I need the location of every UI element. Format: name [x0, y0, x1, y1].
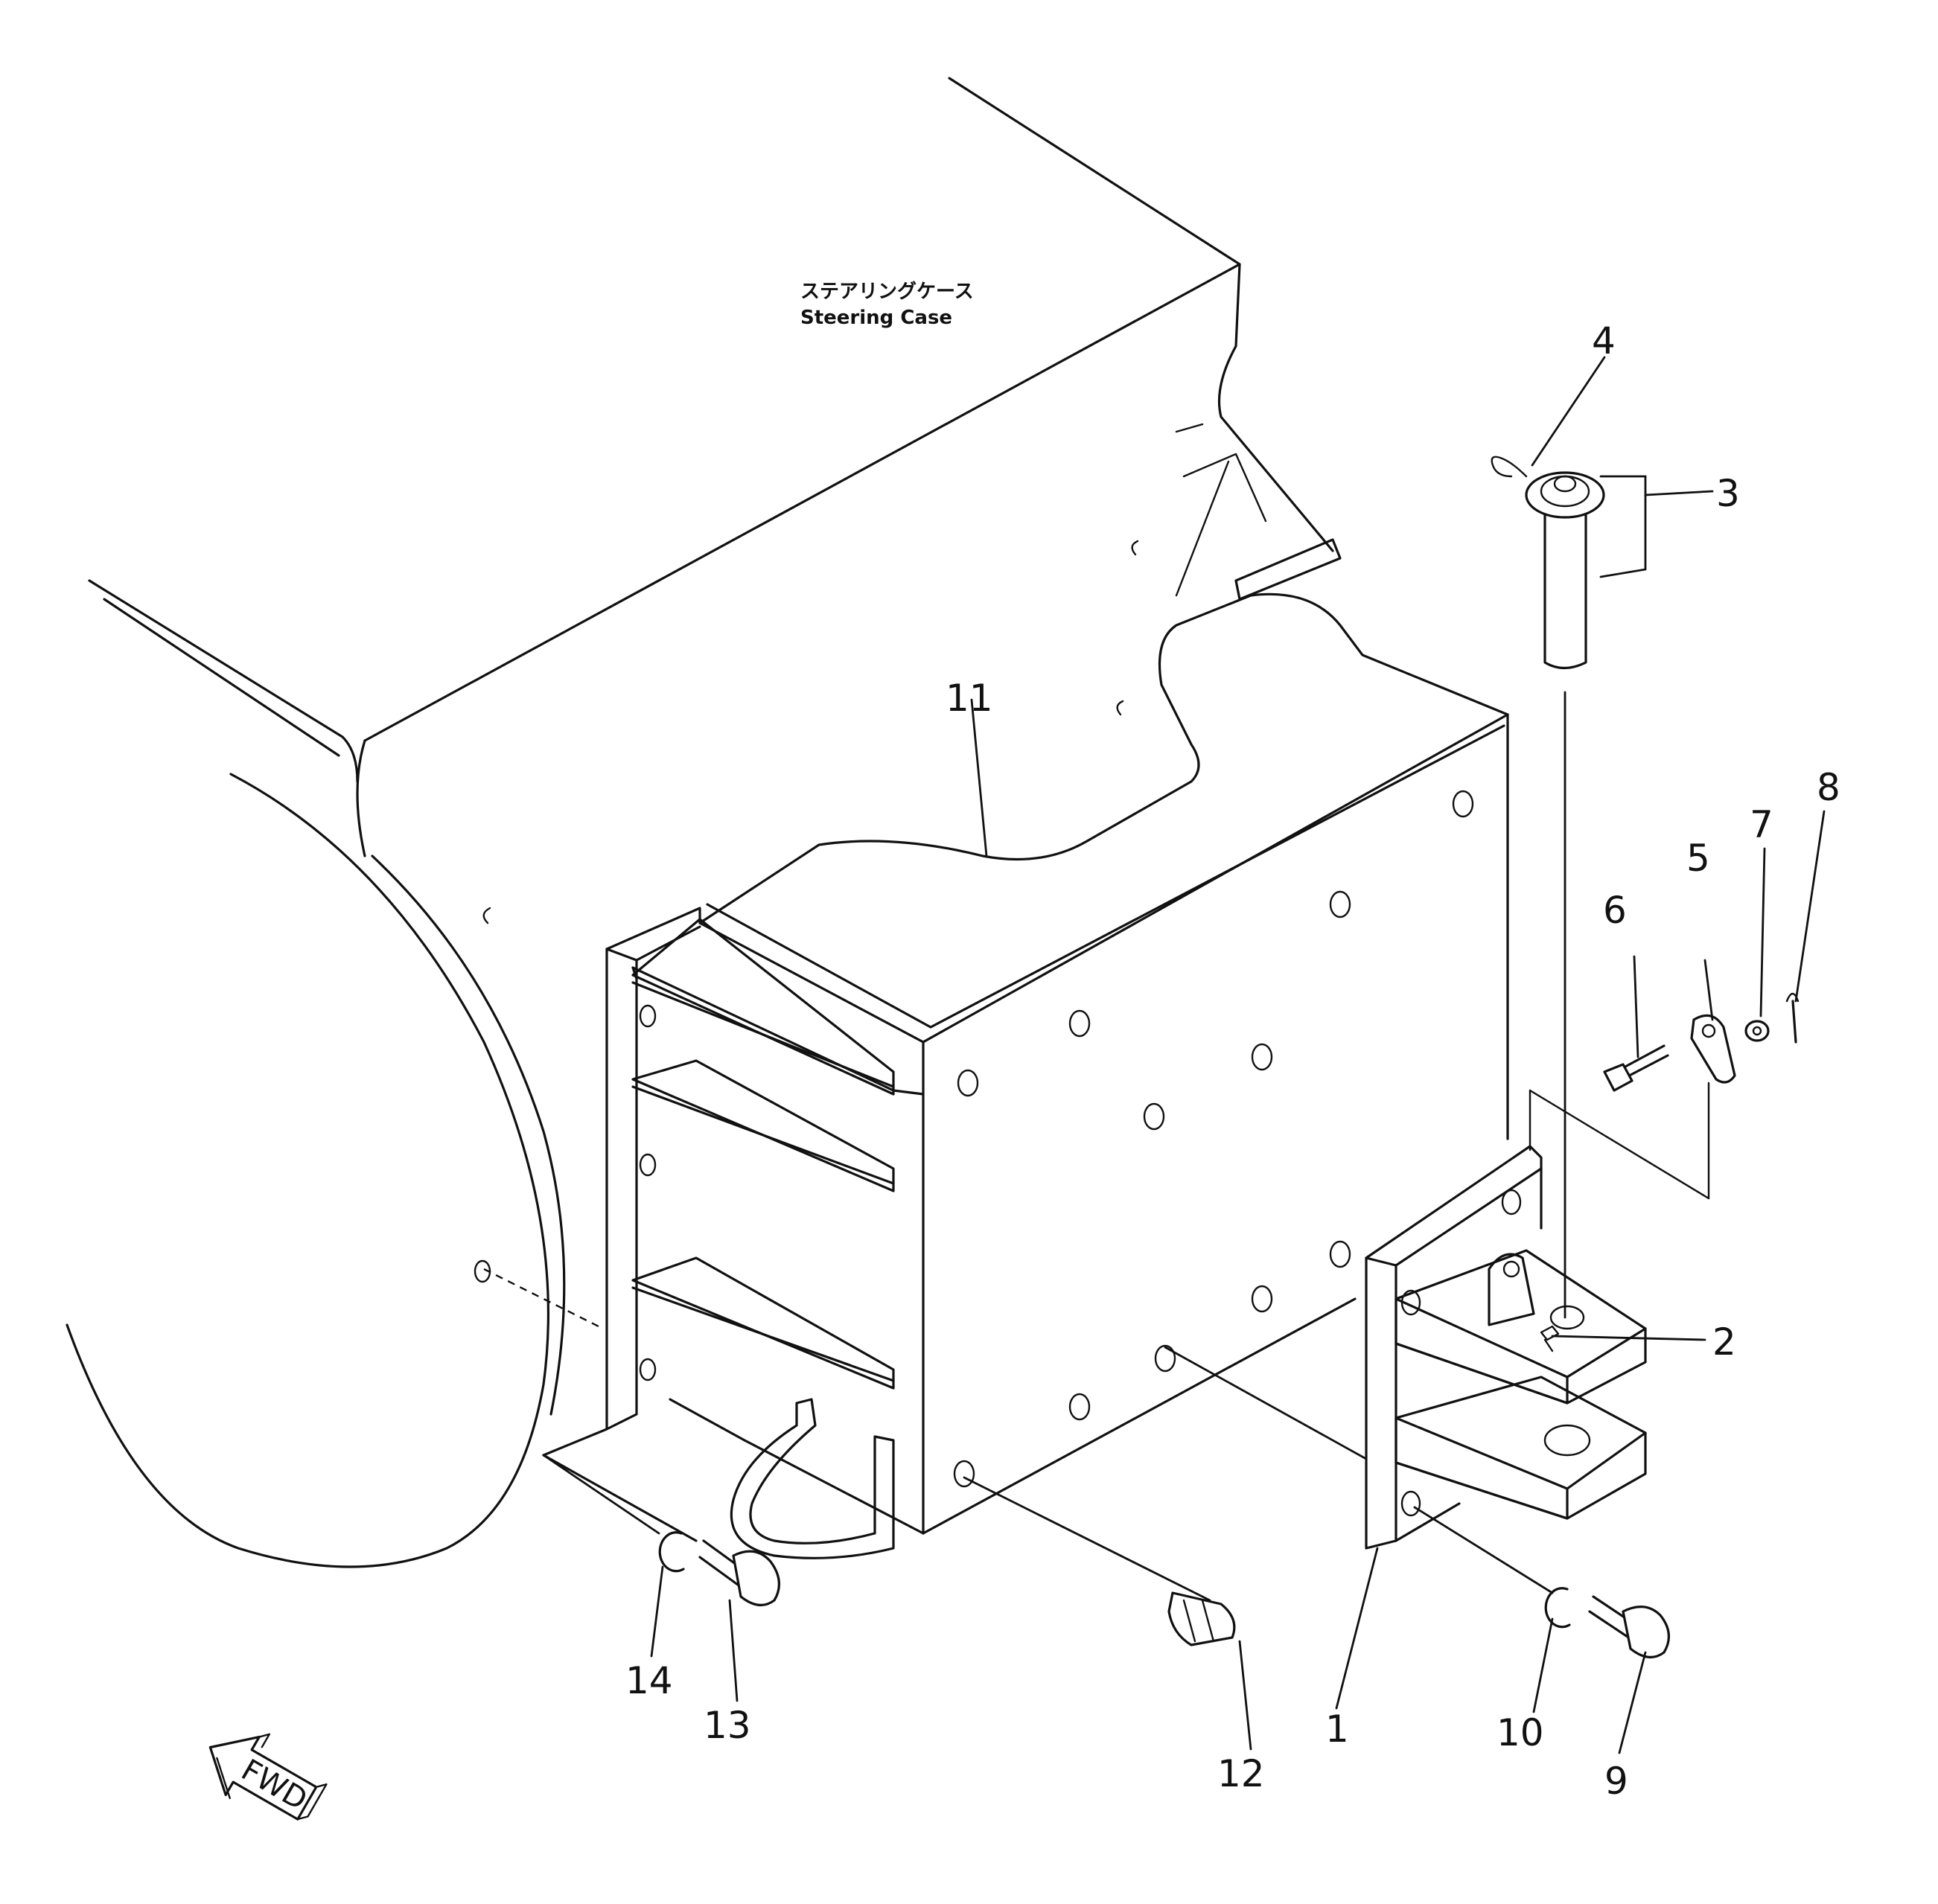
callout-12: 12 [1217, 1752, 1265, 1795]
callout-5: 5 [1686, 837, 1710, 880]
callout-3: 3 [1716, 472, 1740, 515]
steering-case [66, 77, 1334, 1568]
callout-leaders [542, 356, 1826, 1754]
counterweight-block [542, 538, 1509, 1559]
caption-japanese: ステアリングケース [800, 281, 974, 303]
callout-10: 10 [1496, 1711, 1544, 1754]
small-hardware [658, 992, 1800, 1658]
caption-english: Steering Case [800, 307, 952, 329]
callout-13: 13 [704, 1704, 751, 1747]
hitch-bracket [1365, 1082, 1710, 1550]
callout-8: 8 [1817, 766, 1840, 809]
callout-9: 9 [1604, 1760, 1628, 1803]
callout-4: 4 [1592, 319, 1616, 362]
callout-6: 6 [1603, 889, 1627, 932]
callout-14: 14 [625, 1659, 673, 1702]
callout-11: 11 [946, 677, 993, 720]
fwd-arrow-icon: FWD [208, 1733, 328, 1821]
callout-1: 1 [1325, 1707, 1349, 1751]
hitch-pin [1491, 456, 1605, 1319]
callout-2: 2 [1712, 1320, 1736, 1364]
callout-7: 7 [1750, 803, 1773, 846]
